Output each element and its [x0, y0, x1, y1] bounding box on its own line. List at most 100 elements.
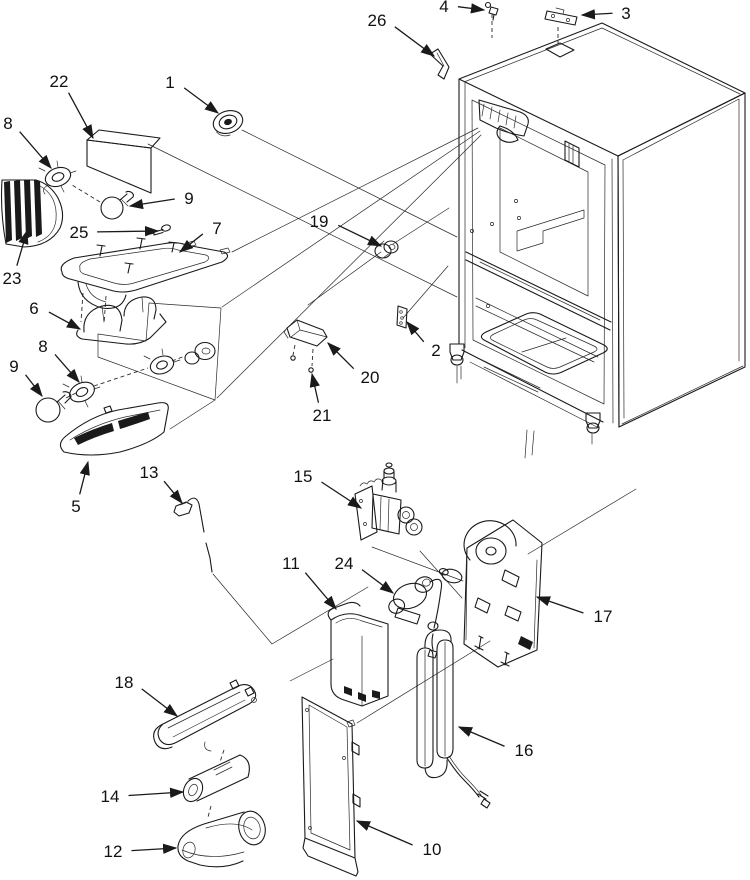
callout-label: 16 [515, 741, 534, 760]
part-hinge-bracket-sketch [544, 7, 578, 26]
callout-4-3: 4 [439, 0, 486, 16]
leader-line [338, 224, 383, 247]
part-screw-sketch [149, 224, 171, 236]
leader-line [309, 372, 320, 403]
callout-11-12: 11 [282, 554, 337, 610]
callout-10-11: 10 [355, 820, 442, 859]
part-reflector-sketch [76, 296, 167, 345]
callout-label: 26 [368, 11, 387, 30]
callout-22-23: 22 [50, 72, 94, 140]
part-condenser-coil-sketch [416, 621, 491, 809]
leader-line [178, 233, 204, 253]
callout-label: 21 [313, 406, 332, 425]
callout-26-27: 26 [368, 11, 436, 57]
leader-line [141, 688, 179, 717]
callout-label: 1 [165, 73, 174, 92]
callout-6-5: 6 [29, 299, 82, 330]
leader-line [580, 9, 613, 20]
callout-23-24: 23 [3, 229, 29, 288]
part-water-valve-sketch [354, 462, 423, 541]
callout-label: 15 [294, 467, 313, 486]
callout-13-14: 13 [140, 463, 183, 505]
part-water-filter-sketch [182, 754, 250, 818]
leader-line [67, 92, 94, 140]
callout-label: 11 [282, 554, 300, 573]
callout-label: 8 [38, 337, 47, 356]
part-compressor-mount-assembly-sketch [438, 519, 543, 668]
callout-15-16: 15 [294, 467, 363, 509]
leader-line [321, 481, 363, 509]
callout-label: 18 [115, 673, 134, 692]
callout-8-9: 8 [38, 337, 80, 383]
callout-16-17: 16 [457, 726, 534, 760]
leader-line [327, 342, 355, 370]
part-wire-harness-sketch [173, 497, 213, 573]
callout-2-1: 2 [406, 321, 441, 360]
part-light-bulb-lower-sketch [35, 391, 77, 423]
leader-line [48, 311, 82, 330]
callout-label: 25 [70, 223, 89, 242]
callout-label: 12 [104, 842, 123, 861]
callout-label: 13 [140, 463, 159, 482]
callout-24-25: 24 [335, 554, 395, 594]
callout-label: 9 [9, 357, 18, 376]
leader-line [406, 321, 425, 343]
callout-8-7: 8 [3, 114, 52, 169]
leader-line [183, 87, 220, 114]
callout-12-13: 12 [104, 842, 178, 861]
leader-line [97, 225, 160, 237]
leader-line [54, 353, 80, 383]
callout-label: 23 [3, 269, 22, 288]
callout-label: 2 [431, 341, 440, 360]
leader-line [535, 596, 584, 614]
part-knob-sketch [374, 240, 399, 259]
callout-21-22: 21 [309, 372, 332, 425]
leader-line [394, 26, 436, 57]
callout-3-2: 3 [580, 4, 631, 23]
callout-14-15: 14 [101, 787, 185, 806]
part-light-bulb-upper-sketch [71, 184, 134, 220]
part-filter-housing-sketch [153, 679, 257, 763]
leader-line [163, 480, 183, 505]
callout-19-20: 19 [310, 212, 383, 247]
callout-label: 3 [621, 4, 630, 23]
part-light-housing-sketch [60, 237, 231, 325]
leader-line [131, 843, 178, 854]
construction-lines [147, 127, 637, 724]
callout-1: 1 [165, 73, 220, 114]
callout-label: 22 [50, 72, 69, 91]
escutcheon-plane-sketch [97, 302, 222, 401]
part-lamp-socket-upper-sketch [38, 160, 77, 195]
callout-label: 14 [101, 787, 120, 806]
part-grommet-sketch [212, 110, 244, 137]
callout-label: 24 [335, 554, 354, 573]
callout-9-8: 9 [128, 189, 194, 210]
part-top-screw-sketch [484, 1, 499, 21]
callout-5-4: 5 [71, 460, 90, 516]
part-vented-cover-sketch [59, 402, 169, 456]
callout-label: 20 [361, 368, 380, 387]
leader-line [25, 374, 43, 398]
part-toe-grille-panel-sketch [301, 696, 361, 877]
leader-line [128, 787, 185, 799]
callout-label: 7 [212, 219, 221, 238]
leader-line [457, 3, 486, 14]
leader-line [16, 229, 29, 266]
part-shield-panel-sketch [86, 129, 161, 194]
callout-20-21: 20 [327, 342, 380, 387]
part-ribbed-lens-sketch [0, 179, 64, 248]
callout-label: 4 [439, 0, 448, 16]
leader-line [128, 198, 175, 210]
part-drain-pump-motor-sketch [388, 576, 443, 659]
callout-label: 10 [423, 840, 442, 859]
callout-label: 19 [310, 212, 329, 231]
leader-line [361, 569, 395, 594]
leader-line [19, 131, 52, 169]
part-hinge-pin-cover-sketch [429, 48, 450, 80]
interior-air-duct-sketch [478, 99, 529, 143]
callout-9-10: 9 [9, 357, 43, 398]
part-side-bracket-sketch [396, 305, 408, 329]
callout-17-18: 17 [535, 596, 612, 626]
callout-label: 6 [29, 299, 38, 318]
